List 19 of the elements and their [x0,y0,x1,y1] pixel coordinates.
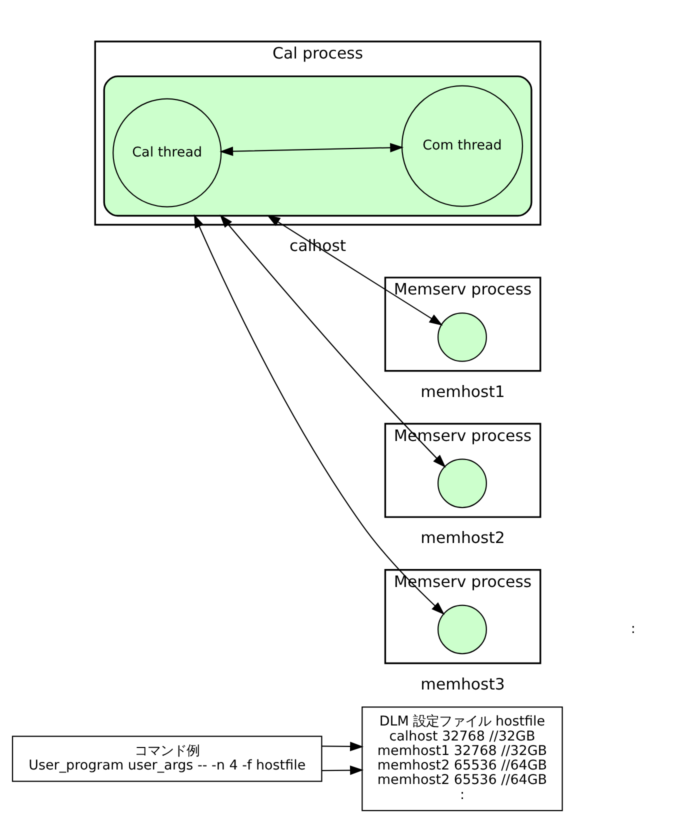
node-circle [438,458,487,508]
arrow [322,742,364,752]
arrow [194,214,445,615]
node-label: memhost2 [420,528,505,548]
arrow [220,214,446,468]
node-circle: Com thread [401,85,524,207]
label: : [630,620,636,637]
node-box: DLM 設定ファイル hostfile calhost 32768 //32GB memhost1 32768 //32GB memhost2 65536 //64GB memhost2 65536 //64GB : [362,706,563,812]
node-circle [438,312,487,362]
arrow [220,142,404,156]
cluster [103,76,532,217]
node-label: memhost1 [420,382,505,401]
arrow [322,766,364,775]
node-box: コマンド例 User_program user_args -- -n 4 -f hostfile [12,736,322,782]
cluster: Memserv process [384,276,542,372]
arrow [266,214,443,326]
node-circle [438,604,487,654]
node-label: memhost3 [420,674,505,694]
node-circle: Cal thread [112,98,222,208]
